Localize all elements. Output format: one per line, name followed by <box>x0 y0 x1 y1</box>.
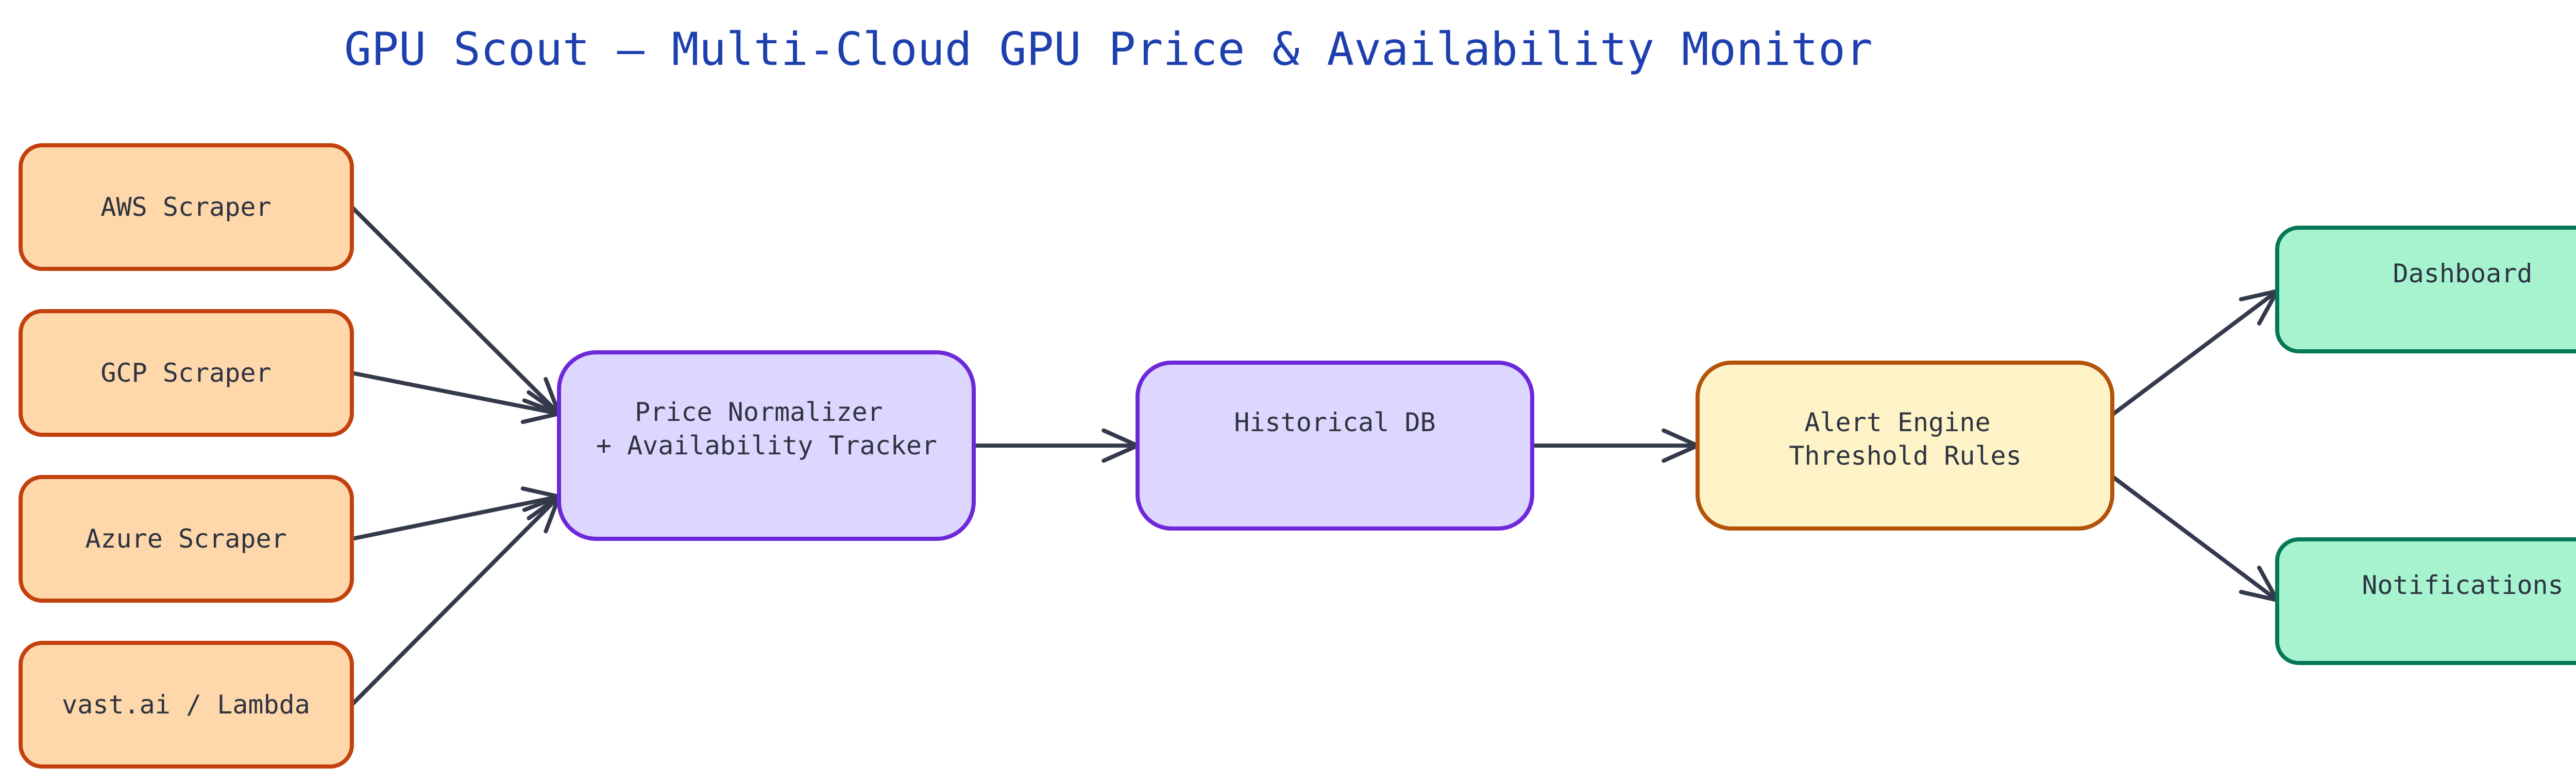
node-aws-scraper: AWS Scraper <box>19 143 354 271</box>
diagram-title: GPU Scout — Multi-Cloud GPU Price & Avai… <box>344 23 1873 76</box>
node-gcp-scraper: GCP Scraper <box>19 309 354 437</box>
node-historical-db-label-line-1: Historical DB <box>1234 407 1435 437</box>
node-alert-engine-label-line-1: Alert Engine <box>1804 407 1990 437</box>
node-price-normalizer-label: Price Normalizer + Availability Tracker <box>596 397 937 461</box>
node-alert-engine: Alert Engine Threshold Rules <box>1696 361 2114 531</box>
node-alert-engine-label: Alert Engine Threshold Rules <box>1789 407 2022 471</box>
edge-line <box>350 205 561 416</box>
node-dashboard-box <box>2275 226 2576 353</box>
node-notifications-label-line-1: Notifications <box>2362 570 2563 600</box>
node-azure-scraper: Azure Scraper <box>19 475 354 603</box>
node-price-normalizer-label-line-2: + Availability Tracker <box>596 431 937 461</box>
node-vast-lambda-scraper-box <box>19 641 354 769</box>
node-aws-scraper-label: AWS Scraper <box>100 192 271 222</box>
edge-line <box>350 495 561 541</box>
node-gcp-scraper-label-line-1: GCP Scraper <box>100 358 271 388</box>
edge-alert-engine-to-dashboard <box>2110 289 2279 417</box>
edge-aws-to-normalizer <box>350 205 561 416</box>
node-aws-scraper-box <box>19 143 354 271</box>
node-azure-scraper-box <box>19 475 354 603</box>
node-price-normalizer-label-line-1: Price Normalizer <box>635 397 883 427</box>
edge-line <box>2110 289 2279 417</box>
node-dashboard-label-line-1: Dashboard <box>2393 259 2533 288</box>
edge-azure-to-normalizer <box>350 486 561 541</box>
edge-line <box>350 371 561 416</box>
node-notifications: Notifications <box>2275 537 2576 665</box>
node-notifications-box <box>2275 537 2576 665</box>
node-gcp-scraper-label: GCP Scraper <box>100 358 271 388</box>
node-notifications-label: Notifications <box>2362 570 2563 600</box>
node-vast-lambda-scraper-label-line-1: vast.ai / Lambda <box>62 690 310 720</box>
edge-vast-to-normalizer <box>350 495 561 707</box>
node-historical-db-label: Historical DB <box>1234 407 1435 437</box>
node-historical-db-box <box>1136 361 1534 531</box>
edge-line <box>350 495 561 707</box>
node-alert-engine-box <box>1696 361 2114 531</box>
node-aws-scraper-label-line-1: AWS Scraper <box>100 192 271 222</box>
node-azure-scraper-label: Azure Scraper <box>85 524 286 554</box>
node-vast-lambda-scraper-label: vast.ai / Lambda <box>62 690 310 720</box>
node-gcp-scraper-box <box>19 309 354 437</box>
edge-alert-engine-to-notifications <box>2110 474 2279 602</box>
node-price-normalizer-box <box>557 350 976 541</box>
node-price-normalizer: Price Normalizer + Availability Tracker <box>557 350 976 541</box>
edge-historical-db-to-alert-engine <box>1530 428 1700 463</box>
node-historical-db: Historical DB <box>1136 361 1534 531</box>
node-alert-engine-label-line-2: Threshold Rules <box>1789 441 2022 471</box>
node-vast-lambda-scraper: vast.ai / Lambda <box>19 641 354 769</box>
node-dashboard-label: Dashboard <box>2393 259 2533 288</box>
edge-line <box>2110 474 2279 602</box>
node-dashboard: Dashboard <box>2275 226 2576 353</box>
node-azure-scraper-label-line-1: Azure Scraper <box>85 524 286 554</box>
edge-normalizer-to-historical-db <box>972 428 1140 463</box>
